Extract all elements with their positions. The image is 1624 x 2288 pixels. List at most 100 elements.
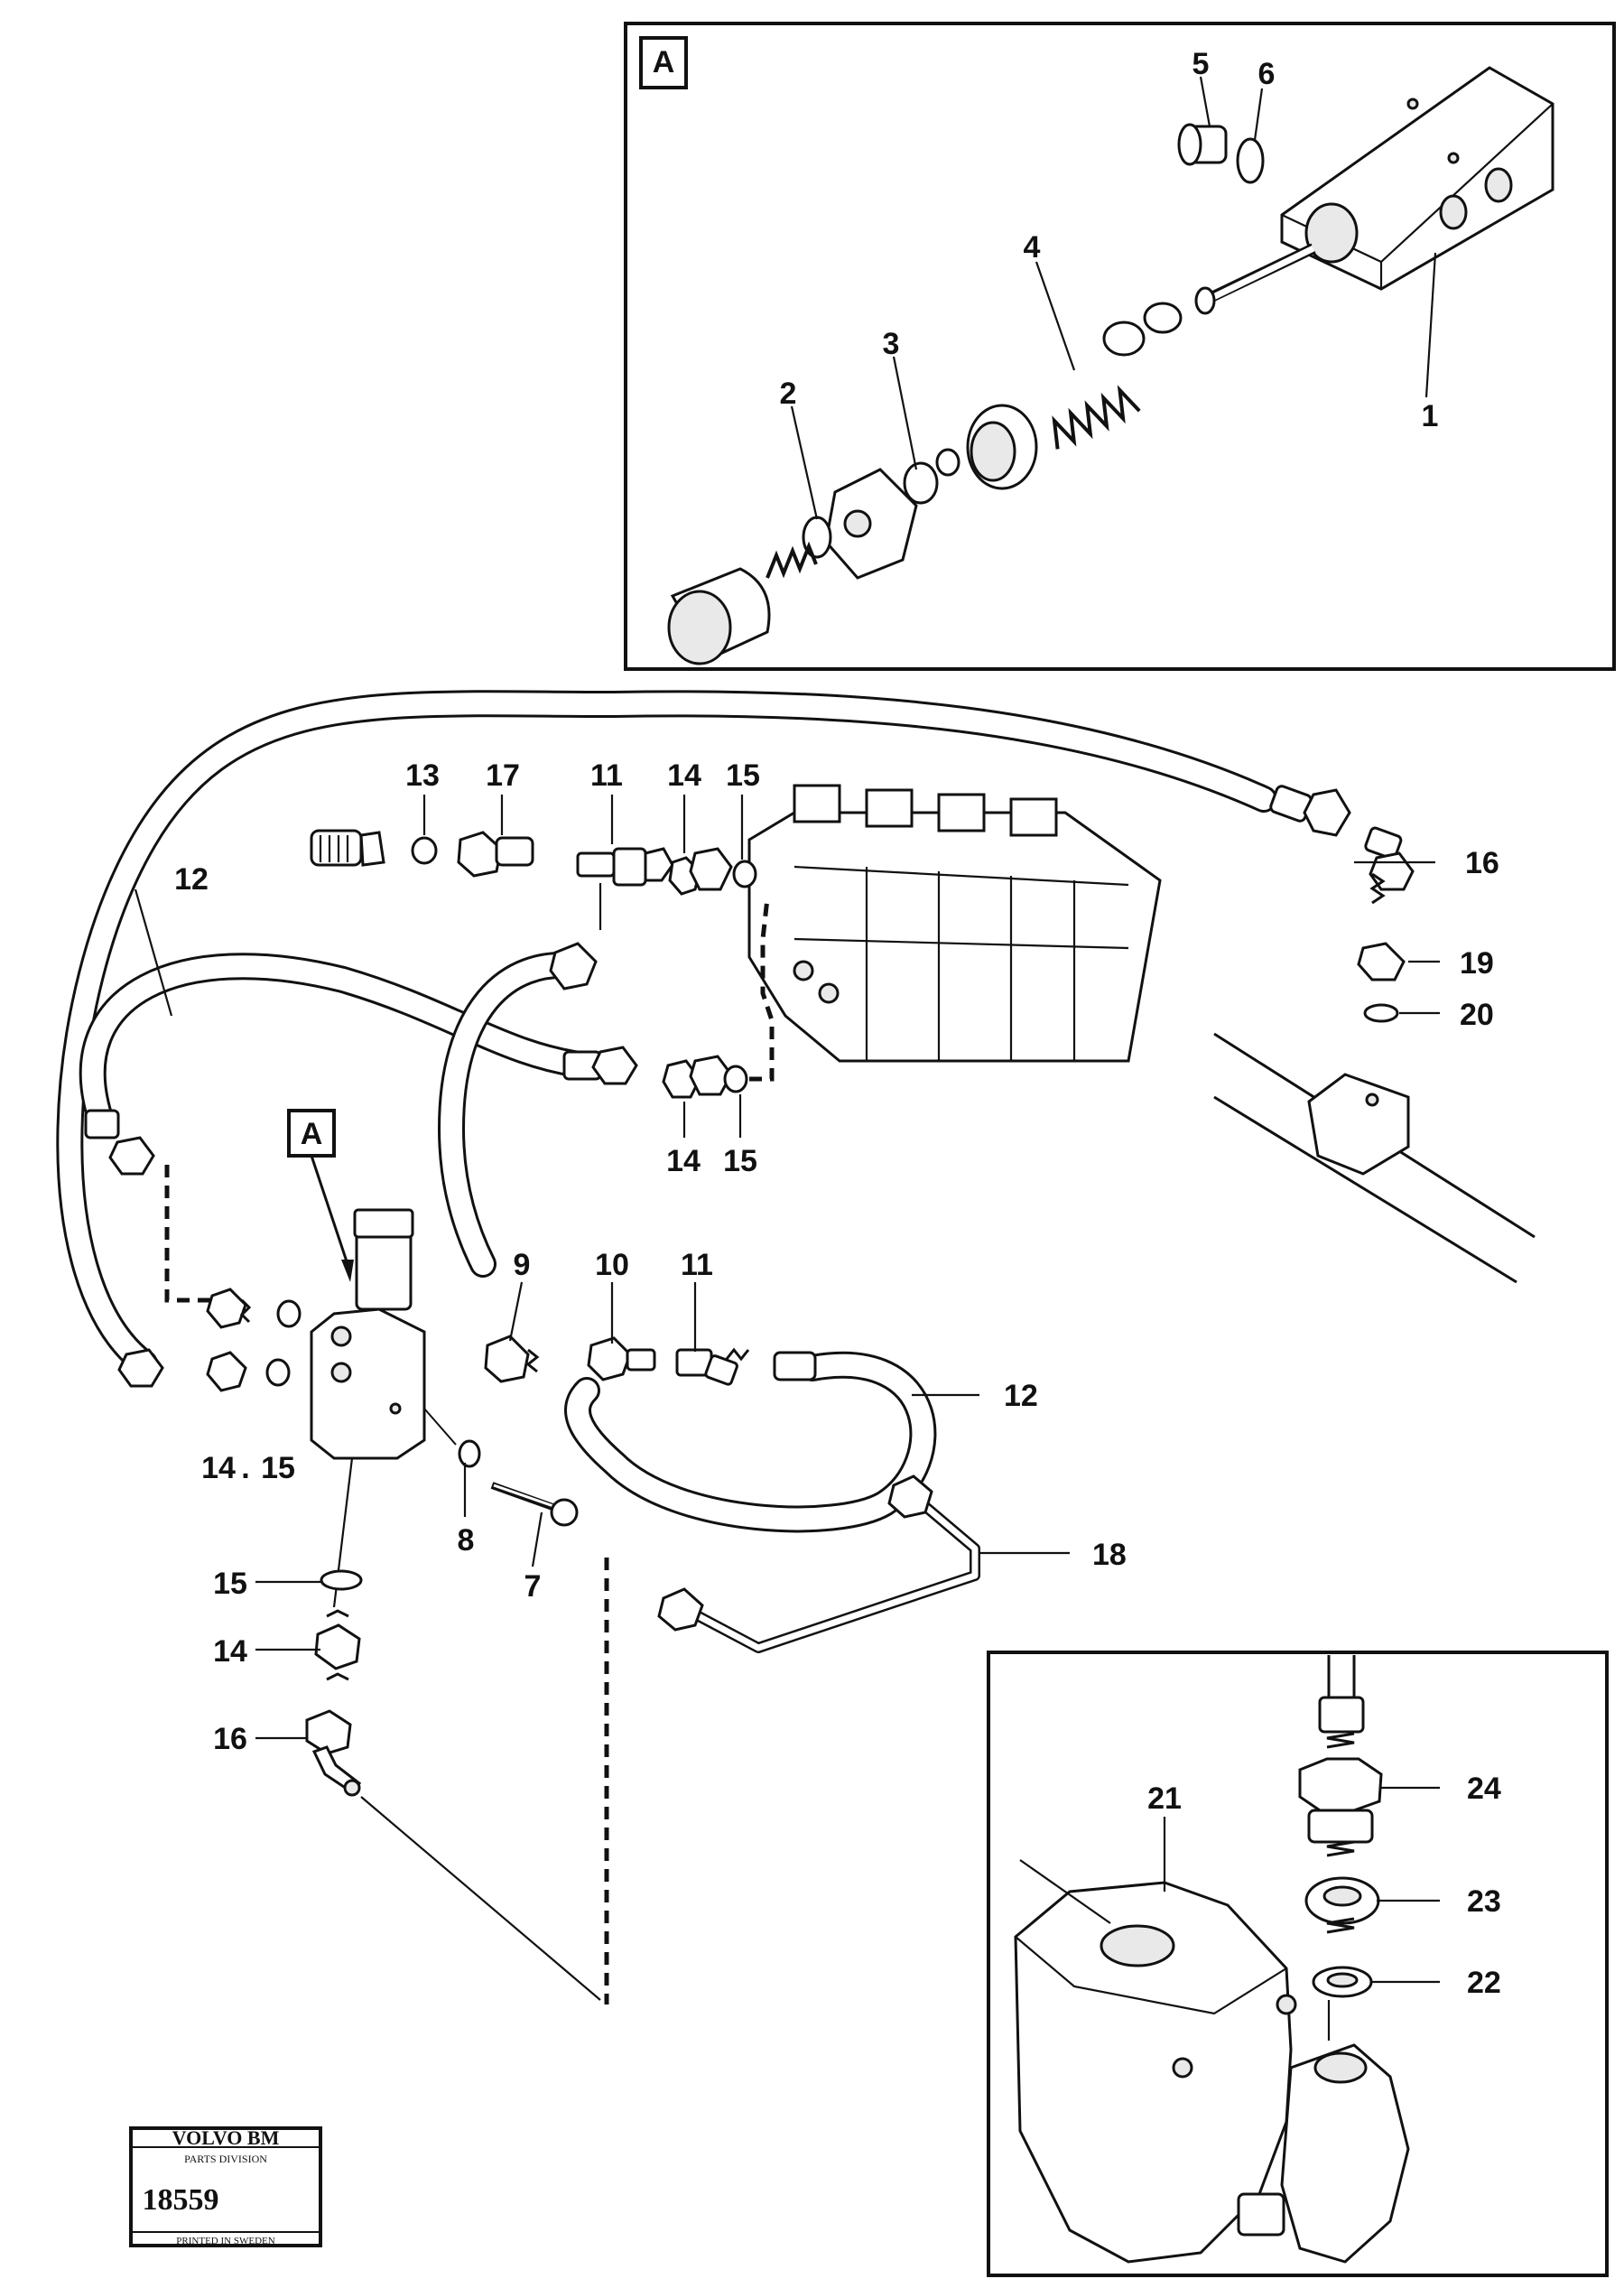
pipe-nut: [1318, 1696, 1365, 1734]
control-valve-bank: [747, 784, 1162, 1063]
volvo-parts-stamp: VOLVO BM PARTS DIVISION 18559 PRINTED IN…: [129, 2126, 322, 2247]
spring-seat: [1143, 302, 1183, 334]
part-label-24: 24: [1467, 1772, 1501, 1806]
cap-nut: [667, 567, 771, 665]
part-label-15-lower: 15: [213, 1567, 247, 1601]
union-part-14-left-lower: [206, 1351, 247, 1392]
small-washer: [935, 448, 960, 477]
tee-part-11-lower: [675, 1347, 750, 1386]
part-label-1: 1: [1422, 399, 1439, 433]
part-label-7: 7: [524, 1569, 542, 1604]
part-label-19: 19: [1460, 946, 1494, 981]
nut-part-23: [1304, 1876, 1380, 1925]
dashed-link-valve: [749, 898, 775, 1082]
part-label-14-mid: 14: [666, 1144, 701, 1178]
part-label-4: 4: [1024, 230, 1041, 265]
stamp-footer: PRINTED IN SWEDEN: [176, 2236, 274, 2246]
valve-stem: [1194, 243, 1316, 315]
part-label-14-upper: 14: [667, 758, 701, 793]
part-label-21: 21: [1147, 1781, 1182, 1816]
part-label-11-upper: 11: [590, 758, 623, 793]
hose-loop-part-12: [56, 690, 1277, 1377]
hose-nut-left-lower: [117, 1348, 164, 1388]
hose-nut-left-upper: [108, 1136, 155, 1176]
part-label-23: 23: [1467, 1884, 1501, 1919]
part-label-13: 13: [405, 758, 440, 793]
part-label-16-upper: 16: [1465, 846, 1499, 880]
valve-block-part-1: [1280, 66, 1554, 291]
adapter-part-24: [1298, 1757, 1383, 1844]
elbow-tee-lower: [549, 942, 598, 991]
part-label-6: 6: [1258, 57, 1276, 91]
part-label-12-right: 12: [1004, 1379, 1038, 1413]
washer-part-20: [1363, 1003, 1399, 1023]
view-a-box: [639, 36, 688, 89]
part-label-15-left: 15: [261, 1451, 295, 1485]
hose-nut: [1303, 788, 1351, 837]
tee-part-11-upper: [576, 847, 674, 930]
washer-part-15-left-lower: [265, 1358, 291, 1387]
view-a-label: A: [653, 45, 675, 79]
spring-part-4: [1052, 385, 1141, 450]
union-part-14-upper: [668, 847, 733, 896]
union-part-14-lower: [314, 1609, 361, 1681]
stamp-brand: VOLVO BM: [172, 2126, 280, 2149]
part-label-12-left: 12: [174, 862, 209, 897]
filter-plug: [310, 829, 385, 867]
stamp-number: 18559: [143, 2183, 219, 2217]
washer-part-15-mid: [723, 1065, 748, 1093]
washer-part-6: [1236, 137, 1265, 184]
part-label-20: 20: [1460, 998, 1494, 1032]
part-label-18: 18: [1092, 1538, 1127, 1572]
part-label-14-lower: 14: [213, 1634, 247, 1669]
union-part-14-left-upper: [206, 1288, 252, 1329]
part-label-22: 22: [1467, 1966, 1501, 2000]
fitting-part-9: [484, 1335, 540, 1383]
elbow-part-16-lower: [305, 1709, 362, 1797]
washer-part-22: [1312, 1966, 1373, 1998]
inset-pump-frame: [987, 1651, 1609, 2277]
washer-part-15-lower: [320, 1569, 363, 1591]
detail-ref-label: A: [301, 1117, 323, 1151]
part-label-15-mid: 15: [723, 1144, 757, 1178]
inset-a: A: [624, 22, 1616, 671]
part-label-9: 9: [514, 1248, 531, 1282]
valve-a-body: [310, 1208, 426, 1608]
part-label-3: 3: [883, 327, 900, 361]
part-label-dot: .: [241, 1451, 249, 1485]
part-label-11-lower: 11: [681, 1248, 713, 1282]
part-label-10: 10: [595, 1248, 629, 1282]
inset-a-frame: [624, 22, 1616, 671]
adjuster-nut: [824, 468, 918, 580]
union-part-14-mid: [662, 1055, 733, 1099]
piston: [966, 404, 1038, 490]
pump-body-part-21: [1014, 1859, 1410, 2264]
part-label-15-upper: 15: [726, 758, 760, 793]
bent-pipe-part-18: [657, 1474, 980, 1653]
hose-end-fitting-right: [773, 1351, 817, 1381]
part-label-8: 8: [458, 1523, 475, 1558]
part-label-2: 2: [780, 377, 797, 411]
stamp-division: PARTS DIVISION: [184, 2153, 267, 2165]
washer-part-15-left-upper: [276, 1299, 302, 1328]
hose-tee-loop: [437, 951, 591, 1278]
bolt-part-7: [490, 1482, 579, 1527]
part-label-14-left: 14: [201, 1451, 236, 1485]
o-ring-part-3: [903, 461, 939, 505]
inset-pump: 24 23 22 21: [987, 1651, 1609, 2277]
hose-nut-mid: [591, 1046, 638, 1085]
hose-inner-part-12: [79, 953, 600, 1129]
adapter-part-17: [457, 831, 534, 878]
washer: [1102, 321, 1146, 357]
hose-end-fitting-left: [84, 1109, 120, 1139]
main-view: A: [56, 690, 1536, 2004]
steel-pipe: [1213, 1032, 1536, 1284]
thread-19: [1369, 872, 1386, 905]
arrow-head: [341, 1260, 354, 1282]
adjuster-screw: [766, 541, 818, 579]
plug-part-5: [1177, 123, 1228, 166]
elbow-part-16-upper: [1364, 826, 1415, 891]
part-label-17: 17: [486, 758, 520, 793]
fitting-part-10: [587, 1336, 656, 1381]
